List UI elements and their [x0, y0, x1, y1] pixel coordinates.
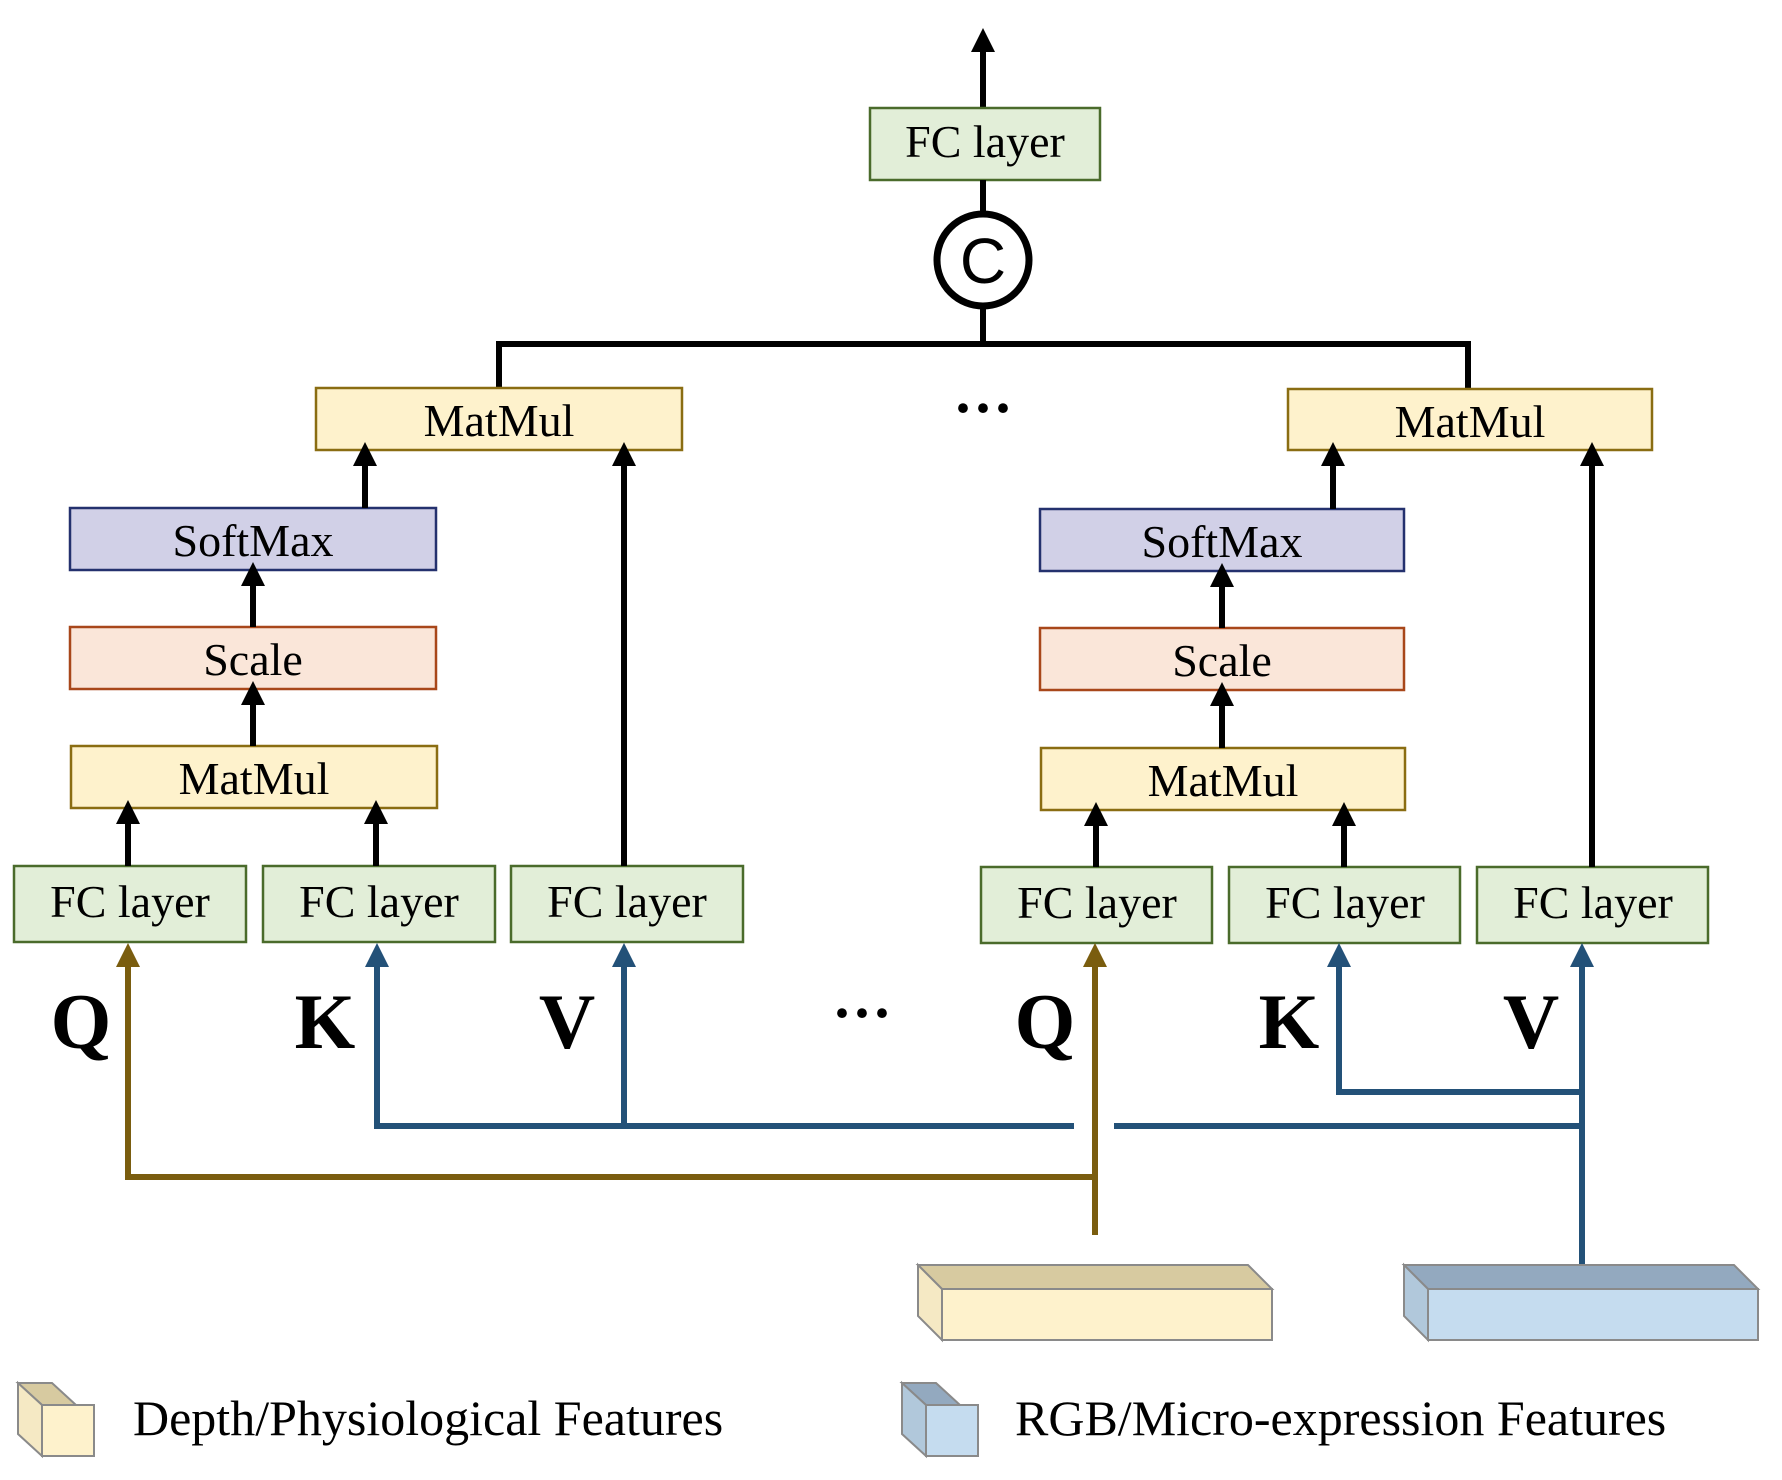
head1-fc-k-label: FC layer	[299, 876, 459, 927]
legend-rgb-label: RGB/Micro-expression Features	[1015, 1390, 1666, 1446]
head2-q-label: Q	[1015, 978, 1076, 1065]
head2-fc-k-box	[1227, 865, 1462, 945]
head1-q-label: Q	[51, 978, 112, 1065]
head2-fc-q-label: FC layer	[1017, 877, 1177, 928]
head2-matmul-top-box	[1286, 387, 1654, 452]
head2-fc-v-box	[1475, 865, 1710, 945]
head1-scale-label: Scale	[203, 634, 303, 685]
head1-softmax-box	[68, 506, 438, 572]
head1-fc-q-box	[12, 864, 248, 944]
head2-fc-v-label: FC layer	[1513, 877, 1673, 928]
head2-v-label: V	[1503, 978, 1559, 1065]
depth-feature-bar	[915, 1262, 1275, 1343]
ellipsis-top: ···	[953, 375, 1013, 441]
head1-fc-k-box	[261, 864, 497, 944]
head2-matmul-top-label: MatMul	[1395, 396, 1546, 447]
head1-matmul-bottom-box	[69, 744, 439, 810]
ellipsis-bottom: ···	[832, 980, 892, 1046]
depth-feature-cube-icon	[15, 1380, 95, 1459]
head1-softmax-label: SoftMax	[173, 515, 334, 566]
head1-matmul-bottom-label: MatMul	[179, 753, 330, 804]
head1-v-label: V	[539, 978, 595, 1065]
concat-bus	[496, 341, 1471, 388]
head1-k-label: K	[295, 978, 356, 1065]
head2-matmul-bottom-box	[1039, 746, 1407, 812]
head2-k-label: K	[1259, 978, 1320, 1065]
top-fc-layer-label: FC layer	[905, 116, 1065, 167]
head1-scale-box	[68, 625, 438, 691]
head1-matmul-top-label: MatMul	[424, 395, 575, 446]
rgb-feature-bar	[1401, 1262, 1761, 1343]
rgb-feature-cube-icon	[899, 1380, 979, 1459]
head2-scale-label: Scale	[1172, 635, 1272, 686]
legend-depth-label: Depth/Physiological Features	[133, 1390, 723, 1446]
head1-fc-v-label: FC layer	[547, 876, 707, 927]
head2-softmax-label: SoftMax	[1142, 516, 1303, 567]
concat-symbol: C	[960, 225, 1006, 297]
head1-fc-q-label: FC layer	[50, 876, 210, 927]
head1-matmul-top-box	[314, 386, 684, 452]
head2-fc-k-label: FC layer	[1265, 877, 1425, 928]
blue-head2-k-route	[1327, 943, 1582, 1095]
head1-fc-v-box	[509, 864, 745, 944]
gold-head1-q-route	[116, 943, 1095, 1180]
head2-fc-q-box	[979, 865, 1214, 945]
head2-matmul-bottom-label: MatMul	[1148, 755, 1299, 806]
